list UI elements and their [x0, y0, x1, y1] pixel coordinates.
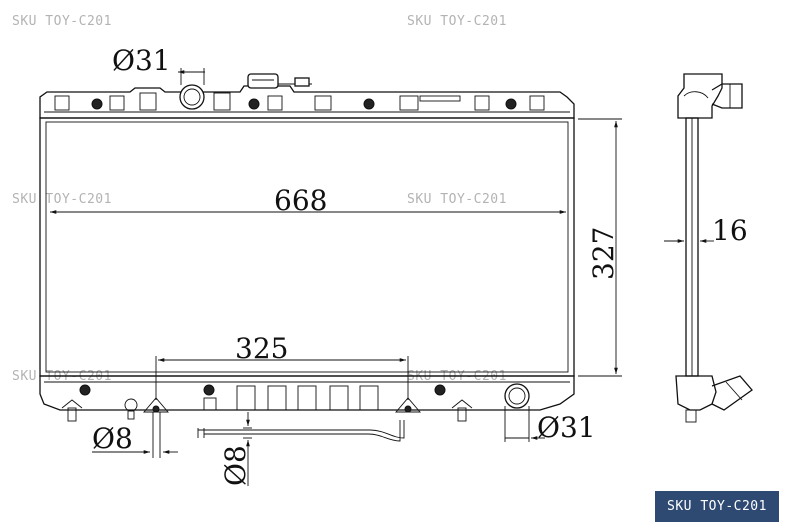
inlet-pipe — [179, 84, 205, 110]
mount-brackets — [143, 397, 421, 413]
vertical-pipe-dimension: Ø8 — [219, 412, 252, 486]
transmission-cooler-pipe — [197, 420, 405, 442]
drain-plug — [124, 398, 138, 420]
radiator-cap — [247, 73, 312, 89]
watermark-text: SKU TOY-C201 — [407, 192, 507, 207]
radiator-core — [39, 117, 575, 377]
vertical-pipe-label: Ø8 — [219, 445, 252, 486]
bottom-tank-ribs — [236, 385, 379, 411]
bottom-tank-bolts — [79, 384, 446, 396]
radiator-front-view: Ø31 668 327 — [39, 44, 622, 486]
width-dimension: 668 — [50, 184, 566, 217]
side-bottom-tank — [675, 375, 717, 411]
top-tank-bolts — [91, 98, 517, 110]
side-outlet-neck — [711, 375, 753, 411]
side-inlet-neck — [711, 83, 743, 109]
height-label: 327 — [587, 227, 620, 280]
outlet-pipe — [504, 383, 530, 409]
small-pipe-label: Ø8 — [92, 422, 133, 455]
outlet-diameter-dimension: Ø31 — [504, 406, 596, 444]
watermark-layer: SKU TOY-C201 SKU TOY-C201 SKU TOY-C201 S… — [12, 14, 507, 384]
watermark-text: SKU TOY-C201 — [12, 192, 112, 207]
watermark-text: SKU TOY-C201 — [12, 14, 112, 29]
fitting — [203, 397, 217, 411]
mount-spacing-label: 325 — [235, 332, 288, 365]
bottom-tank — [39, 375, 575, 411]
radiator-side-view: 16 — [664, 73, 753, 423]
mounting-pins — [61, 399, 473, 422]
top-tank — [39, 85, 575, 119]
small-pipe-dimension: Ø8 — [92, 412, 178, 458]
watermark-text: SKU TOY-C201 — [407, 14, 507, 29]
top-tank-ribs — [54, 92, 545, 111]
width-label: 668 — [274, 184, 327, 217]
inlet-diameter-label: Ø31 — [112, 44, 171, 77]
mount-spacing-dimension: 325 — [155, 332, 409, 400]
side-top-tank — [677, 73, 723, 119]
outlet-diameter-label: Ø31 — [537, 411, 596, 444]
sku-badge: SKU TOY-C201 — [655, 491, 779, 522]
thickness-dimension: 16 — [664, 214, 748, 247]
thickness-label: 16 — [712, 214, 748, 247]
height-dimension: 327 — [578, 118, 622, 377]
